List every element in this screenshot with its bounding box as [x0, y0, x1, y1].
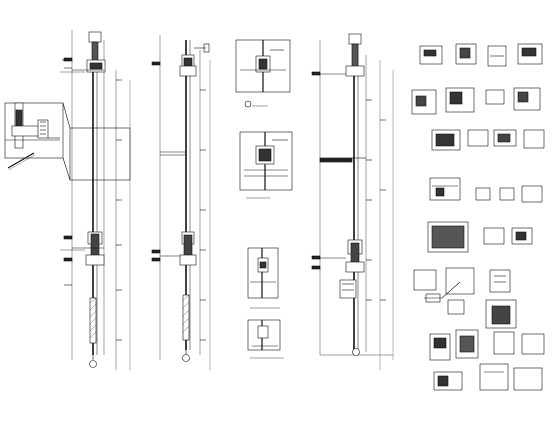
- wall-section-1: [4, 30, 131, 370]
- wall-section-3: [311, 33, 394, 370]
- detail-grid-right: [411, 43, 545, 391]
- wall-section-2: [151, 35, 211, 370]
- node-details-column: [235, 39, 293, 359]
